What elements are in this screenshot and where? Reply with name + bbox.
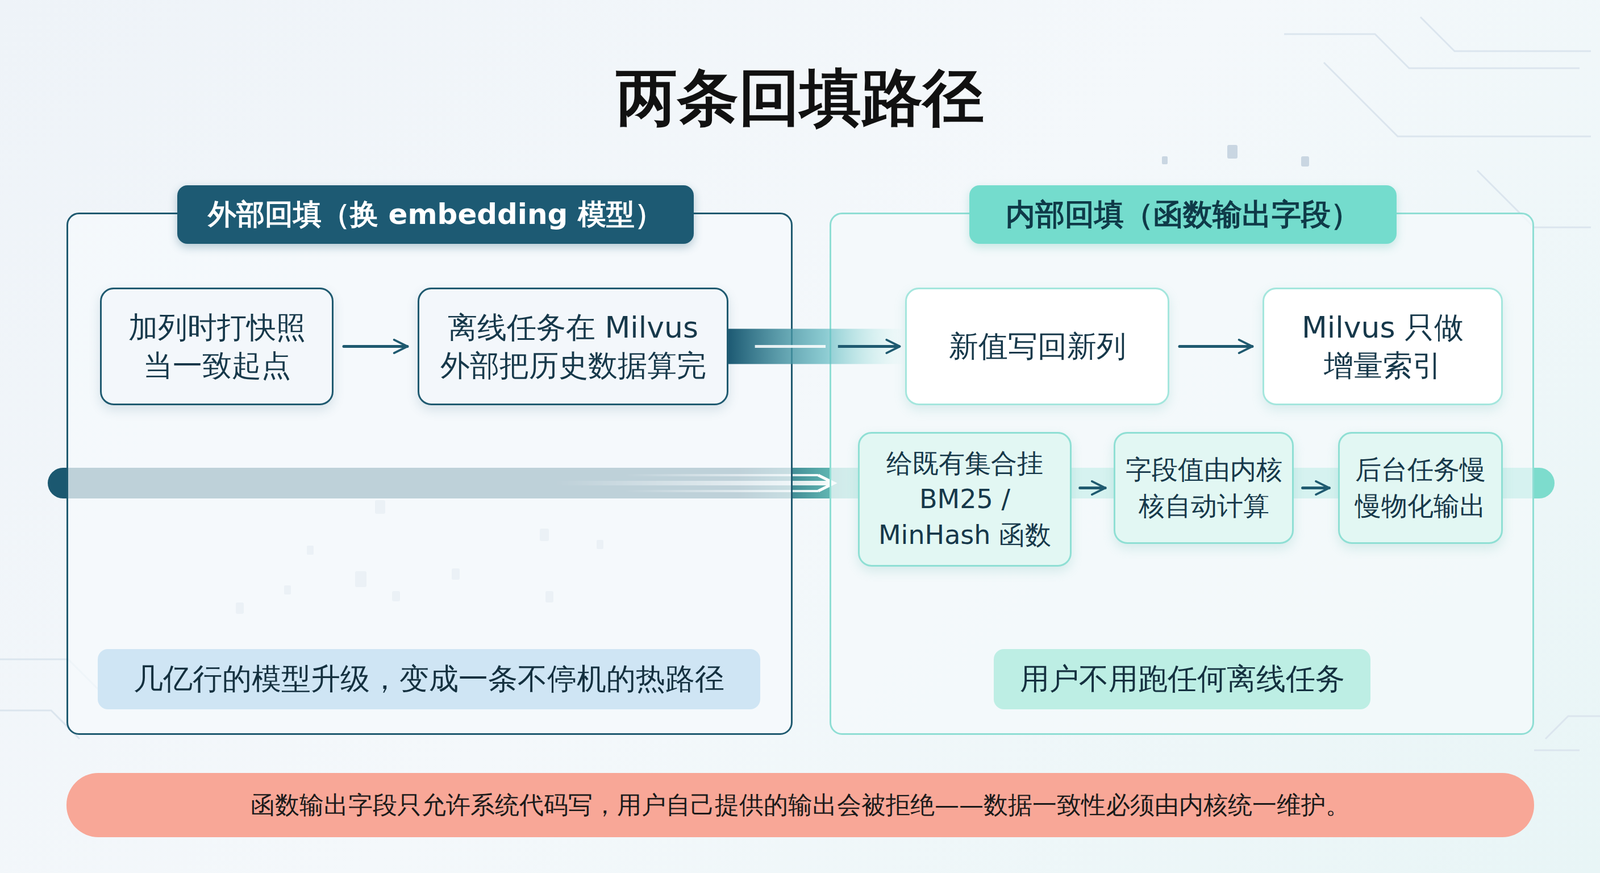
file-icon: [1301, 156, 1310, 167]
circuit-line: [1323, 62, 1591, 137]
diagram-title: 两条回填路径: [0, 56, 1600, 140]
process-box: Milvus 只做 增量索引: [1262, 287, 1503, 406]
note-pill: 几亿行的模型升级，变成一条不停机的热路径: [97, 648, 761, 710]
box-label: 加列时打快照 当一致起点: [106, 308, 328, 385]
note-text: 几亿行的模型升级，变成一条不停机的热路径: [133, 659, 725, 699]
arrow-line: [1080, 486, 1106, 490]
box-label: Milvus 只做 增量索引: [1268, 308, 1497, 385]
process-box: 后台任务慢 慢物化输出: [1338, 431, 1503, 544]
file-icon: [1161, 156, 1168, 165]
box-label: 给既有集合挂 BM25 / MinHash 函数: [861, 445, 1068, 553]
note-pill: 用户不用跑任何离线任务: [993, 648, 1371, 710]
arrow-line: [1179, 344, 1253, 348]
file-icon: [1227, 144, 1238, 159]
box-label: 字段值由内核 核自动计算: [1117, 451, 1290, 524]
circuit-lines: [0, 17, 1600, 750]
box-label: 新值写回新列: [948, 327, 1127, 366]
light-streak: [755, 344, 826, 348]
arrow-line: [1302, 486, 1330, 490]
process-box: 新值写回新列: [905, 287, 1170, 406]
flow-arrow: [343, 346, 408, 347]
note-text: 用户不用跑任何离线任务: [1019, 659, 1345, 699]
arrow-line: [838, 344, 900, 348]
process-box: 字段值由内核 核自动计算: [1113, 431, 1294, 544]
banner-text: 函数输出字段只允许系统代码写，用户自己提供的输出会被拒绝——数据一致性必须由内核…: [250, 788, 1350, 822]
process-box: 给既有集合挂 BM25 / MinHash 函数: [857, 431, 1072, 567]
flow-arrow: [1080, 487, 1106, 489]
process-box: 离线任务在 Milvus 外部把历史数据算完: [417, 287, 729, 406]
panel-heading: 内部回填（函数输出字段）: [969, 185, 1397, 244]
flow-band: [728, 328, 906, 365]
arrow-line: [343, 344, 408, 348]
flow-arrow: [728, 346, 906, 347]
process-box: 加列时打快照 当一致起点: [100, 287, 334, 406]
flow-arrow: [1179, 346, 1253, 347]
circuit-line: [1534, 749, 1580, 752]
circuit-line: [1545, 715, 1600, 739]
warning-banner: 函数输出字段只允许系统代码写，用户自己提供的输出会被拒绝——数据一致性必须由内核…: [66, 772, 1535, 837]
box-label: 离线任务在 Milvus 外部把历史数据算完: [423, 308, 723, 385]
circuit-line: [1420, 17, 1591, 52]
panel-heading: 外部回填（换 embedding 模型）: [177, 185, 694, 244]
group-panel: 内部回填（函数输出字段）新值写回新列Milvus 只做 增量索引给既有集合挂 B…: [829, 212, 1535, 735]
box-label: 后台任务慢 慢物化输出: [1342, 451, 1499, 524]
group-panel: 外部回填（换 embedding 模型）加列时打快照 当一致起点离线任务在 Mi…: [66, 212, 793, 735]
flow-arrow: [1302, 487, 1330, 489]
